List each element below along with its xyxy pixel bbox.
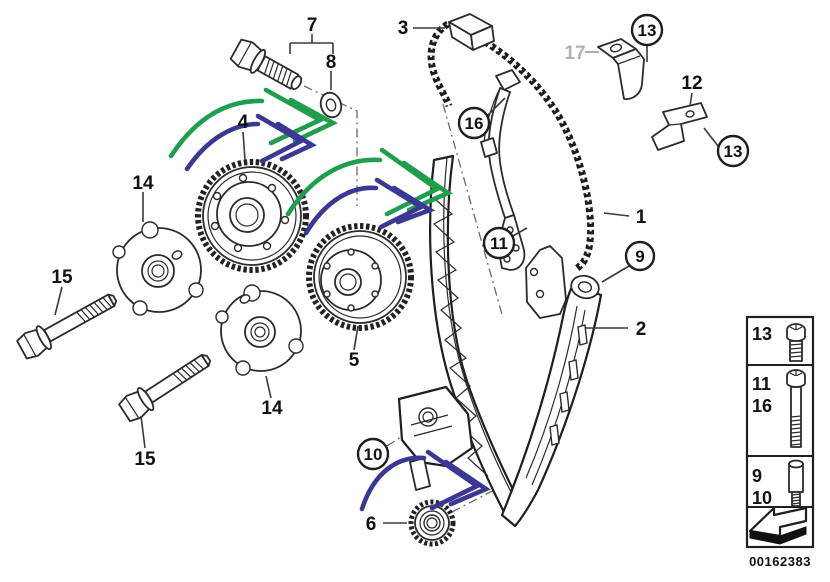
- svg-text:11: 11: [752, 374, 771, 394]
- flanged-bolt-short-icon: [786, 323, 806, 362]
- pivot-bracket: [397, 385, 474, 491]
- tensioner-rail: [500, 283, 603, 528]
- upper-pivot-bracket: [525, 245, 600, 319]
- top-guide: [448, 13, 495, 51]
- callout-17: 17: [564, 43, 585, 64]
- callout-11: 11: [482, 226, 516, 260]
- timing-chain: [427, 20, 595, 272]
- svg-text:9: 9: [635, 247, 644, 266]
- legend-row-11-16: 11 16: [752, 369, 806, 448]
- stud-bolt-icon: [788, 459, 804, 507]
- svg-text:10: 10: [364, 445, 383, 464]
- svg-text:11: 11: [490, 234, 508, 253]
- callout-12: 12: [681, 73, 702, 94]
- mounting-bolt-lower: [118, 354, 211, 423]
- svg-text:13: 13: [724, 142, 743, 161]
- callout-13-right: 13: [716, 134, 750, 168]
- callouts: 7 8 4 3 17 12 1 2 5 14 14 15 15 6 13 13 …: [51, 13, 750, 535]
- legend-box: 13 11 16: [745, 315, 815, 549]
- callout-15-lower: 15: [134, 449, 156, 470]
- bracket-12: [651, 102, 708, 151]
- callout-13-top: 13: [630, 13, 664, 47]
- callout-8: 8: [326, 52, 337, 73]
- drawing-number: 00162383: [749, 554, 811, 569]
- direction-arrow-icon: [748, 506, 808, 545]
- trigger-wheel-upper: [112, 221, 204, 316]
- callout-3: 3: [398, 18, 409, 39]
- callout-1: 1: [636, 207, 647, 228]
- callout-14-upper: 14: [132, 173, 154, 194]
- vanos-gear-exhaust: [306, 223, 414, 331]
- blue-curved-arrow-1: [184, 113, 317, 172]
- callout-2: 2: [636, 319, 647, 340]
- svg-text:16: 16: [752, 396, 772, 416]
- callout-9: 9: [624, 240, 656, 272]
- callout-16: 16: [457, 106, 491, 140]
- callout-7: 7: [307, 15, 318, 36]
- vanos-gear-intake: [195, 159, 309, 273]
- callout-10: 10: [356, 437, 390, 471]
- mounting-bolt-upper: [16, 293, 118, 360]
- svg-text:13: 13: [638, 21, 657, 40]
- callout-4: 4: [238, 112, 249, 133]
- callout-15-upper: 15: [51, 267, 73, 288]
- legend-row-13: 13: [752, 323, 806, 362]
- camshaft-bolt: [229, 38, 303, 91]
- svg-text:16: 16: [465, 114, 484, 133]
- legend-row-9-10: 9 10: [752, 459, 804, 508]
- leader-lines: [54, 27, 719, 524]
- svg-text:9: 9: [752, 466, 762, 486]
- callout-14-lower: 14: [261, 398, 283, 419]
- flanged-bolt-long-icon: [786, 369, 806, 448]
- trigger-wheel-lower: [215, 284, 304, 376]
- callout-5: 5: [349, 350, 360, 371]
- crank-sprocket: [408, 499, 456, 547]
- bracket-13: [597, 38, 645, 100]
- svg-text:10: 10: [752, 488, 772, 508]
- blue-curved-arrow-3: [359, 449, 491, 512]
- svg-text:13: 13: [752, 324, 772, 344]
- callout-6: 6: [366, 514, 377, 535]
- blue-curved-arrow-2: [303, 177, 436, 236]
- washer: [319, 91, 343, 119]
